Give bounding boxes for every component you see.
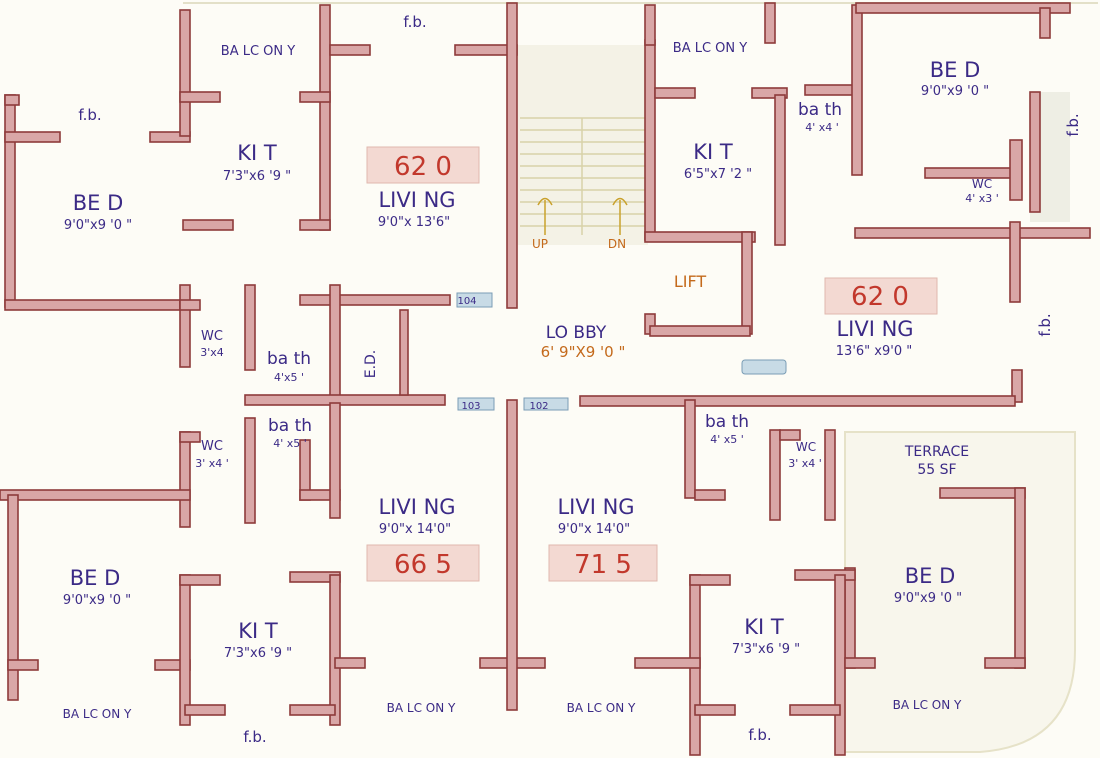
sw-living-label: LIVI NG xyxy=(378,495,455,519)
ne-living-dim: 13'6" x9'0 " xyxy=(836,344,912,359)
door-102-label: 102 xyxy=(529,401,548,412)
ne-wc-dim: 4' x3 ' xyxy=(965,192,999,205)
nw-balcony-label: BA LC ON Y xyxy=(221,44,295,59)
nw-kitchen-label: KI T xyxy=(237,141,277,165)
se-kitchen-dim: 7'3"x6 '9 " xyxy=(732,642,800,657)
nw-bed-dim: 9'0"x9 '0 " xyxy=(64,218,132,233)
nw-fb2-label: f.b. xyxy=(78,106,101,124)
sw-wc-dim: 3' x4 ' xyxy=(195,457,229,470)
sw-balcony-mid-label: BA LC ON Y xyxy=(387,701,456,715)
nw-bath-label: ba th xyxy=(267,349,311,369)
nw-ed-label: E.D. xyxy=(363,350,379,379)
area-boxes xyxy=(366,146,938,582)
sw-kitchen-label: KI T xyxy=(238,619,278,643)
se-balcony-mid-label: BA LC ON Y xyxy=(567,701,636,715)
sw-bed-label: BE D xyxy=(70,566,121,590)
se-kitchen-label: KI T xyxy=(744,615,784,639)
sw-fb-label: f.b. xyxy=(243,728,266,746)
sw-balcony-left-label: BA LC ON Y xyxy=(63,707,132,721)
se-living-label: LIVI NG xyxy=(557,495,634,519)
sw-bath-label: ba th xyxy=(268,416,312,436)
sw-wc-label: WC xyxy=(201,439,223,454)
sw-kitchen-dim: 7'3"x6 '9 " xyxy=(224,646,292,661)
se-bed-label: BE D xyxy=(905,564,956,588)
nw-area-value: 62 0 xyxy=(394,152,452,182)
staircase xyxy=(520,117,645,235)
se-bath-dim: 4' x5 ' xyxy=(710,433,744,446)
ne-bed-dim: 9'0"x9 '0 " xyxy=(921,84,989,99)
se-terrace-area: 55 SF xyxy=(917,462,956,478)
nw-living-label: LIVI NG xyxy=(378,188,455,212)
nw-bed-label: BE D xyxy=(73,191,124,215)
se-wc-label: WC xyxy=(796,440,816,454)
sw-bath-dim: 4' x5 ' xyxy=(273,437,307,450)
door-104-label: 104 xyxy=(457,296,476,307)
lobby-dim: 6' 9"X9 '0 " xyxy=(541,343,626,361)
ne-living-label: LIVI NG xyxy=(836,317,913,341)
stair-dn-label: DN xyxy=(608,237,626,251)
se-living-dim: 9'0"x 14'0" xyxy=(558,522,630,537)
nw-wc-label: WC xyxy=(201,329,223,344)
se-bed-dim: 9'0"x9 '0 " xyxy=(894,591,962,606)
se-bath-label: ba th xyxy=(705,412,749,432)
lobby-label: LO BBY xyxy=(546,323,607,343)
se-balcony-right-label: BA LC ON Y xyxy=(893,698,962,712)
stair-up-label: UP xyxy=(532,237,548,251)
se-wc-dim: 3' x4 ' xyxy=(788,457,822,470)
se-area-value: 71 5 xyxy=(574,550,632,580)
stair-arrows xyxy=(537,197,628,235)
nw-fb-label: f.b. xyxy=(403,13,426,31)
ne-kitchen-dim: 6'5"x7 '2 " xyxy=(684,167,752,182)
ne-fb-right-label: f.b. xyxy=(1064,113,1082,136)
stair-well-bg xyxy=(518,45,648,245)
lift-label: LIFT xyxy=(674,272,707,291)
ne-wc-label: WC xyxy=(972,177,992,191)
nw-living-dim: 9'0"x 13'6" xyxy=(378,215,450,230)
nw-bath-dim: 4'x5 ' xyxy=(274,371,304,384)
door-103-label: 103 xyxy=(461,401,480,412)
ne-kitchen-label: KI T xyxy=(693,140,733,164)
sw-area-value: 66 5 xyxy=(394,550,452,580)
se-terrace-label: TERRACE xyxy=(904,444,969,460)
windows xyxy=(456,292,787,411)
se-fb-label: f.b. xyxy=(748,726,771,744)
sw-living-dim: 9'0"x 14'0" xyxy=(379,522,451,537)
nw-kitchen-dim: 7'3"x6 '9 " xyxy=(223,169,291,184)
ne-area-value: 62 0 xyxy=(851,282,909,312)
ne-balcony-label: BA LC ON Y xyxy=(673,41,747,56)
sw-bed-dim: 9'0"x9 '0 " xyxy=(63,593,131,608)
ne-bath-dim: 4' x4 ' xyxy=(805,121,839,134)
ne-fb-mid-label: f.b. xyxy=(1036,313,1054,336)
ne-bed-label: BE D xyxy=(930,58,981,82)
nw-wc-dim: 3'x4 xyxy=(200,346,224,359)
ne-bath-label: ba th xyxy=(798,100,842,120)
